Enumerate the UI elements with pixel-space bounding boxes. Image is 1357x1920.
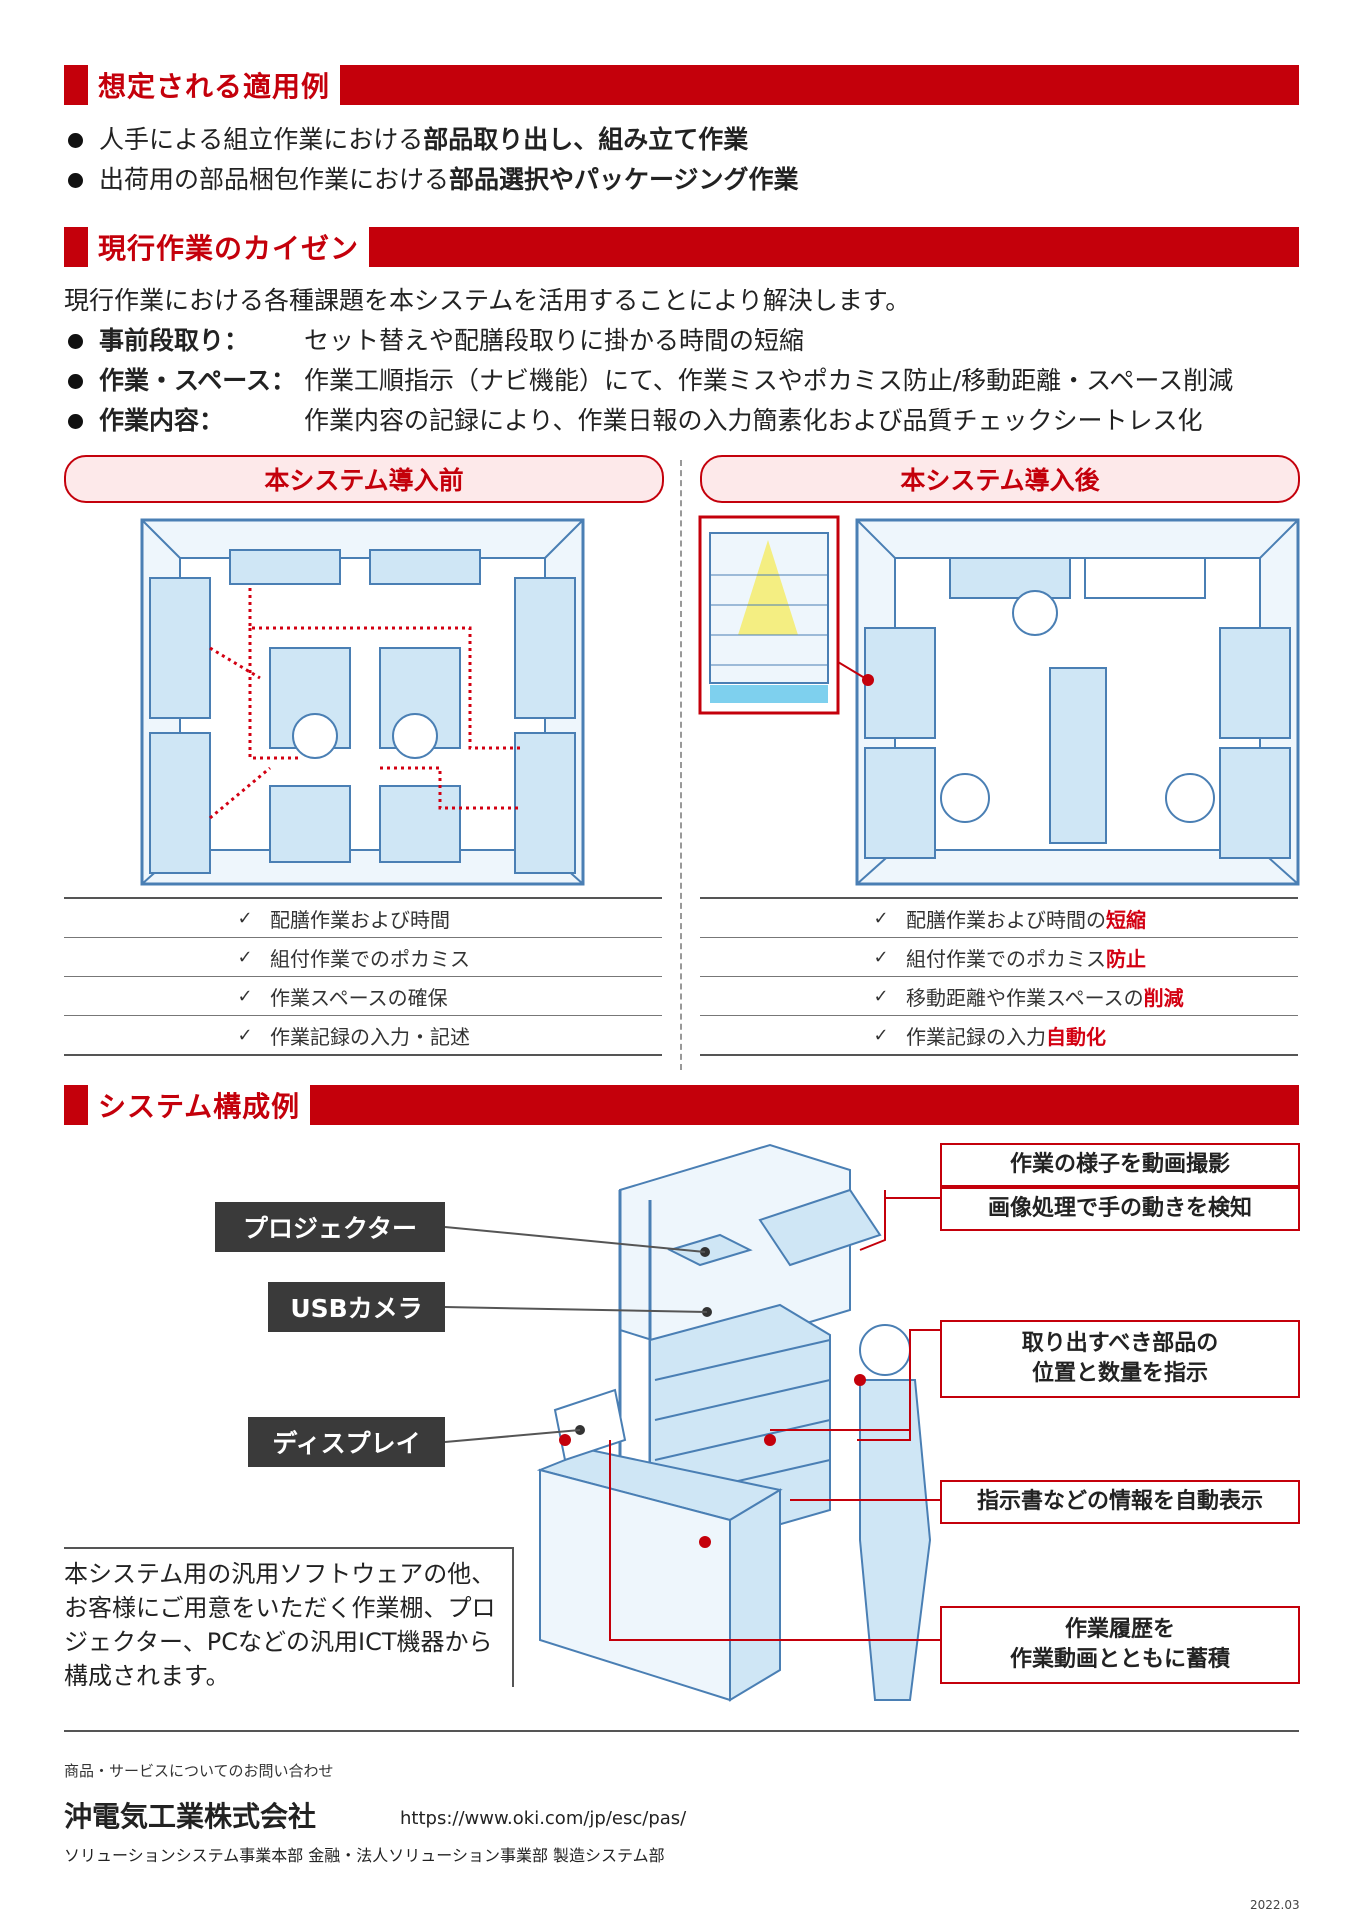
bullet-icon	[68, 132, 83, 148]
check-icon: ✓	[873, 985, 889, 1007]
bullet-icon	[68, 172, 83, 188]
connector-line	[838, 661, 874, 686]
after-checklist: ✓配膳作業および時間の短縮 ✓組付作業でのポカミス防止 ✓移動距離や作業スペース…	[700, 897, 1298, 1056]
list-item: 人手による組立作業における部品取り出し、組み立て作業	[64, 120, 799, 160]
label-display: ディスプレイ	[248, 1417, 445, 1467]
list-item: ✓作業記録の入力自動化	[700, 1016, 1298, 1056]
contact-url[interactable]: https://www.oki.com/jp/esc/pas/	[400, 1808, 687, 1829]
divider	[680, 460, 682, 1070]
list-item: 事前段取り：セット替えや配膳段取りに掛かる時間の短縮	[64, 321, 1304, 361]
list-item: ✓組付作業でのポカミス	[64, 938, 662, 977]
before-layout-illustration	[140, 518, 585, 886]
check-icon: ✓	[237, 985, 253, 1007]
check-icon: ✓	[237, 1024, 253, 1046]
callout-parts: 取り出すべき部品の 位置と数量を指示	[940, 1320, 1300, 1398]
label-projector: プロジェクター	[215, 1202, 445, 1252]
callout-detect: 画像処理で手の動きを検知	[940, 1187, 1300, 1231]
check-icon: ✓	[237, 946, 253, 968]
check-icon: ✓	[237, 907, 253, 929]
bullet-icon	[68, 413, 83, 429]
workstation-illustration	[536, 1143, 932, 1702]
footer-divider	[64, 1730, 1299, 1732]
callout-history: 作業履歴を 作業動画とともに蓄積	[940, 1606, 1300, 1684]
issue-date: 2022.03	[1250, 1898, 1300, 1912]
application-list: 人手による組立作業における部品取り出し、組み立て作業 出荷用の部品梱包作業におけ…	[64, 120, 799, 200]
check-icon: ✓	[873, 946, 889, 968]
department-name: ソリューションシステム事業本部 金融・法人ソリューション事業部 製造システム部	[64, 1846, 665, 1865]
section-header-application: 想定される適用例	[64, 65, 1299, 105]
section-title: 想定される適用例	[98, 70, 331, 103]
section-header-system: システム構成例	[64, 1085, 1299, 1125]
shelf-projection-illustration	[698, 515, 840, 715]
list-item: ✓配膳作業および時間の短縮	[700, 899, 1298, 938]
section-header-kaizen: 現行作業のカイゼン	[64, 227, 1299, 267]
check-icon: ✓	[873, 907, 889, 929]
contact-label: 商品・サービスについてのお問い合わせ	[64, 1762, 334, 1780]
list-item: 作業内容：作業内容の記録により、作業日報の入力簡素化および品質チェックシートレス…	[64, 401, 1304, 441]
list-item: ✓組付作業でのポカミス防止	[700, 938, 1298, 977]
system-note: 本システム用の汎用ソフトウェアの他、お客様にご用意をいただく作業棚、プロジェクタ…	[64, 1547, 514, 1690]
company-name: 沖電気工業株式会社	[64, 1800, 317, 1833]
list-item: ✓配膳作業および時間	[64, 899, 662, 938]
kaizen-intro: 現行作業における各種課題を本システムを活用することにより解決します。	[64, 286, 911, 315]
after-layout-illustration	[855, 518, 1300, 886]
callout-info: 指示書などの情報を自動表示	[940, 1480, 1300, 1524]
callout-video: 作業の様子を動画撮影	[940, 1143, 1300, 1187]
list-item: 出荷用の部品梱包作業における部品選択やパッケージング作業	[64, 160, 799, 200]
list-item: ✓移動距離や作業スペースの削減	[700, 977, 1298, 1016]
check-icon: ✓	[873, 1024, 889, 1046]
bullet-icon	[68, 373, 83, 389]
after-title: 本システム導入後	[700, 455, 1300, 503]
list-item: ✓作業スペースの確保	[64, 977, 662, 1016]
list-item: ✓作業記録の入力・記述	[64, 1016, 662, 1056]
kaizen-list: 現行作業における各種課題を本システムを活用することにより解決します。 事前段取り…	[64, 281, 1304, 441]
before-checklist: ✓配膳作業および時間 ✓組付作業でのポカミス ✓作業スペースの確保 ✓作業記録の…	[64, 897, 662, 1056]
bullet-icon	[68, 333, 83, 349]
section-title: 現行作業のカイゼン	[98, 232, 360, 265]
before-title: 本システム導入前	[64, 455, 664, 503]
section-title: システム構成例	[98, 1090, 301, 1123]
label-usb-camera: USBカメラ	[268, 1282, 445, 1332]
list-item: 作業・スペース：作業工順指示（ナビ機能）にて、作業ミスやポカミス防止/移動距離・…	[64, 361, 1304, 401]
